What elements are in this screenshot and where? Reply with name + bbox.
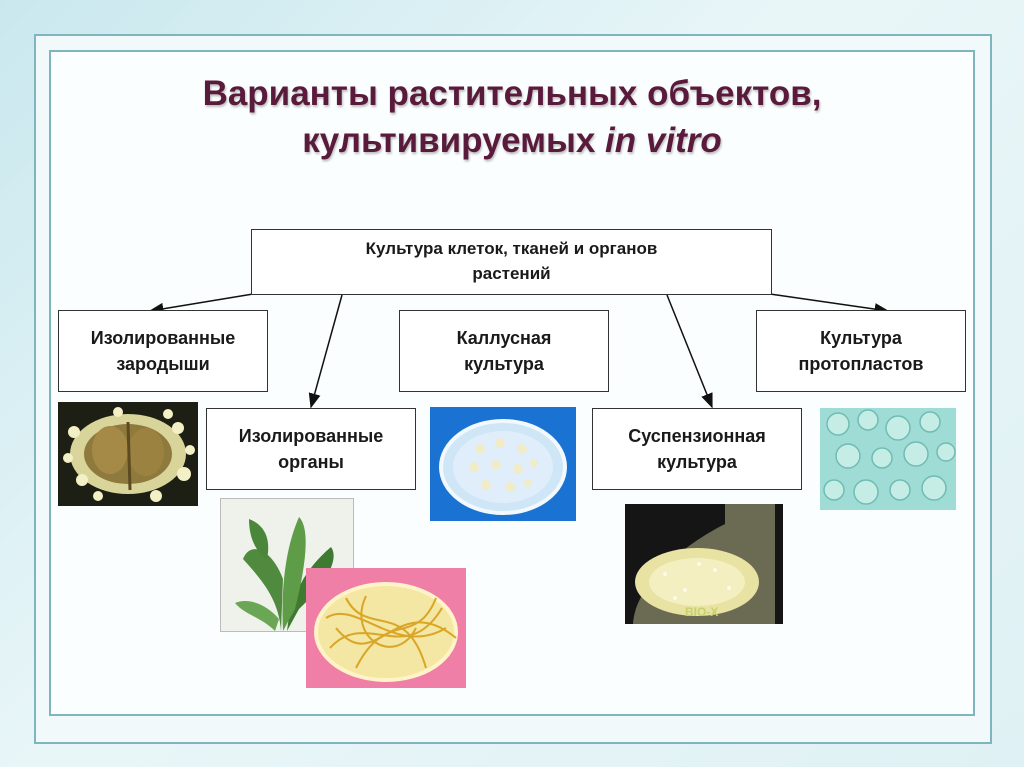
root-box: Культура клеток, тканей и органов растен… bbox=[251, 229, 772, 295]
organs-label-line-1: Изолированные bbox=[238, 425, 384, 446]
title-italic-term: in vitro bbox=[605, 121, 722, 160]
root-label-line-1: Культура клеток, тканей и органов bbox=[365, 239, 658, 259]
suspension-label-line-1: Суспензионная bbox=[628, 425, 766, 446]
root-label-line-2: растений bbox=[472, 264, 551, 283]
callus-label-line-2: культура bbox=[464, 354, 544, 374]
category-box-isolated-embryos: Изолированные зародыши bbox=[58, 310, 268, 392]
callus-label-line-1: Каллусная bbox=[456, 327, 552, 348]
suspension-label-line-2: культура bbox=[657, 452, 737, 472]
title-line-2-text: культивируемых bbox=[302, 121, 606, 160]
organs-label-line-2: органы bbox=[278, 452, 344, 472]
title-line-2: культивируемых in vitro bbox=[0, 121, 1024, 161]
category-box-callus-culture: Каллусная культура bbox=[399, 310, 609, 392]
protoplasts-micrograph-photo bbox=[820, 408, 956, 510]
title-line-1: Варианты растительных объектов, bbox=[202, 74, 822, 113]
embryo-photo bbox=[58, 402, 198, 506]
protoplasts-label-line-2: протопластов bbox=[798, 354, 924, 374]
suspension-flask-photo: BIO-X bbox=[625, 504, 783, 624]
category-box-suspension-culture: Суспензионная культура bbox=[592, 408, 802, 490]
category-box-isolated-organs: Изолированные органы bbox=[206, 408, 416, 490]
protoplasts-label-line-1: Культура bbox=[820, 327, 902, 348]
callus-petri-dish-photo bbox=[430, 407, 576, 521]
flask-caption: BIO-X bbox=[685, 605, 718, 619]
embryos-label-line-1: Изолированные bbox=[90, 327, 236, 348]
category-box-protoplast-culture: Культура протопластов bbox=[756, 310, 966, 392]
roots-dish-photo bbox=[306, 568, 466, 688]
embryos-label-line-2: зародыши bbox=[116, 354, 210, 374]
